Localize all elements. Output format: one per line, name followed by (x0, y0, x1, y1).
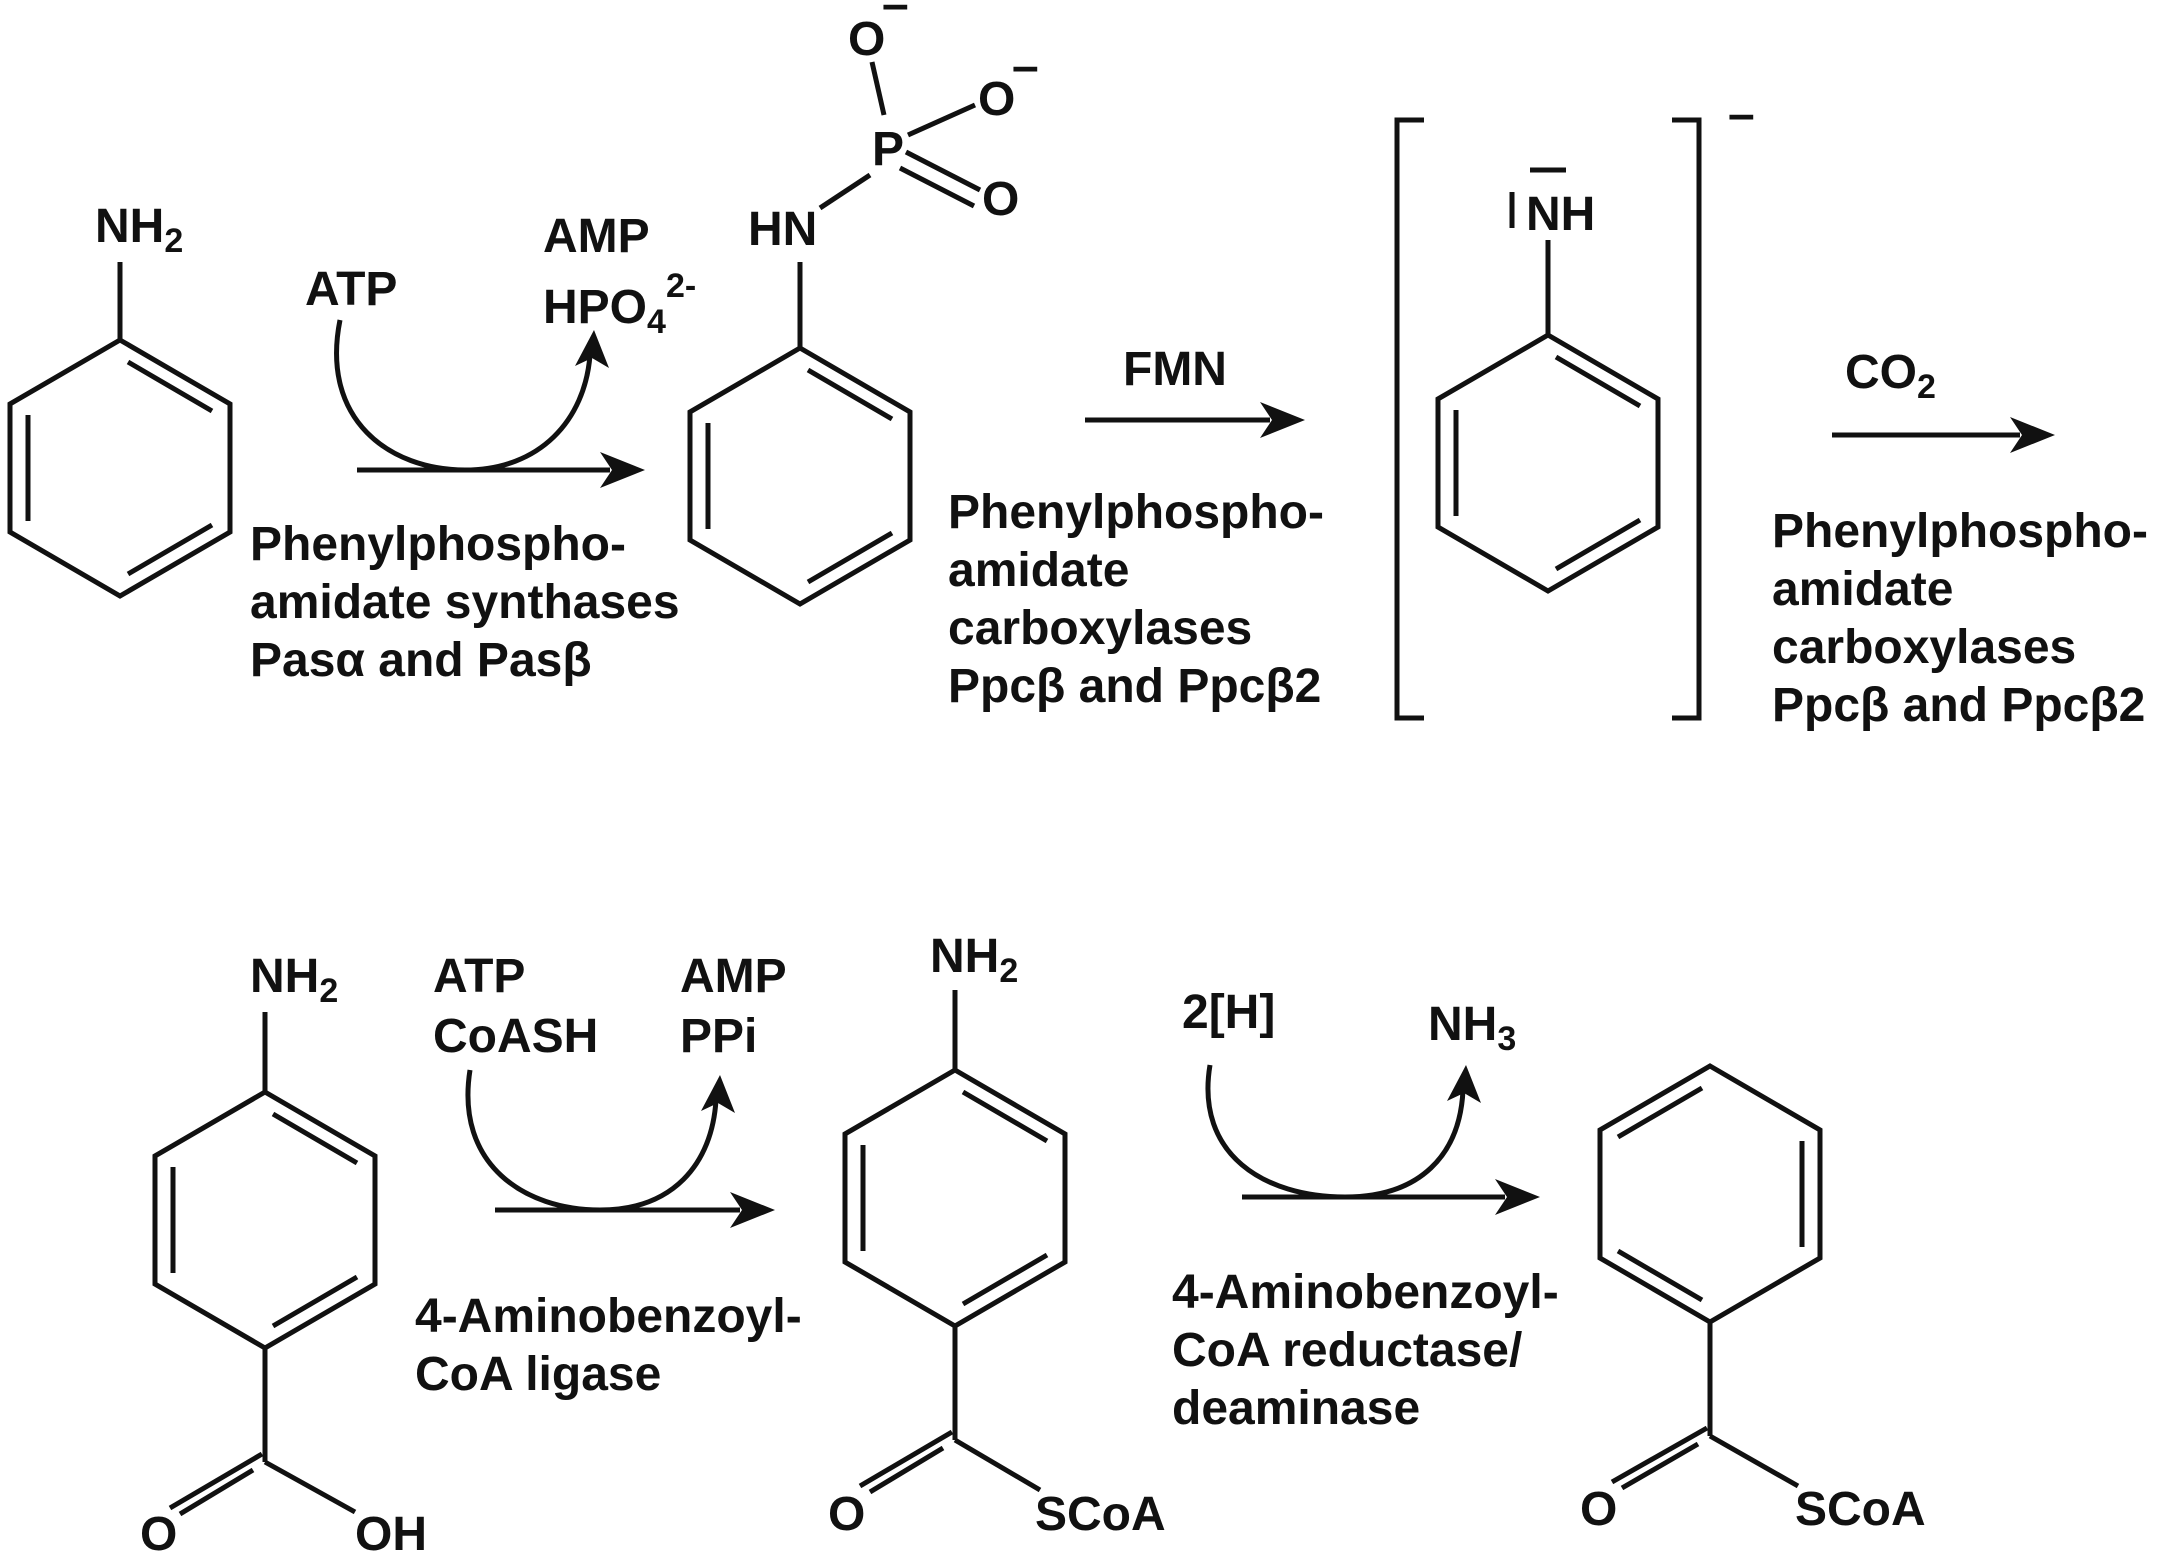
step5-reaction-arrow: 2[H] NH3 4-Aminobenzoyl- CoA reductase/ … (1172, 986, 1559, 1435)
aminobenzoyl-coa-scoa-label: SCoA (1035, 1488, 1166, 1541)
left-bracket (1394, 117, 1424, 721)
step2-enzyme-line3: carboxylases (948, 602, 1252, 655)
phosphoamidate-o-double-label: O (982, 173, 1019, 226)
phosphoamidate-o-right-label: O (978, 73, 1015, 126)
benzoyl-coa-scoa-label: SCoA (1795, 1483, 1926, 1536)
step2-enzyme-line4: Ppcβ and Ppcβ2 (948, 660, 1321, 713)
aminobenzoyl-coa-structure: NH2 O SCoA (828, 930, 1166, 1541)
step3-enzyme-line3: carboxylases (1772, 621, 2076, 674)
step4-enzyme-line2: CoA ligase (415, 1348, 661, 1401)
step1-enzyme-line3: Pasα and Pasβ (250, 634, 592, 687)
aminobenzoate-nh2-label: NH2 (250, 950, 338, 1010)
aniline-structure: NH2 (7, 200, 233, 599)
aminobenzoate-ring (152, 1089, 378, 1351)
aminobenzoyl-coa-ring (842, 1067, 1068, 1329)
aminobenzoyl-coa-nh2-label: NH2 (930, 930, 1018, 990)
step3-enzyme-line2: amidate (1772, 563, 1953, 616)
step1-phosphate-label: HPO42- (543, 267, 696, 341)
step4-enzyme-line1: 4-Aminobenzoyl- (415, 1290, 802, 1343)
step1-reaction-arrow: ATP AMP HPO42- Phenylphospho- amidate sy… (250, 210, 696, 687)
anilide-anion-structure: – NH (1394, 88, 1755, 721)
anion-ring (1435, 332, 1661, 594)
step1-atp-label: ATP (305, 263, 397, 316)
aminobenzoyl-coa-o-label: O (828, 1488, 865, 1541)
step3-reaction-arrow: CO2 Phenylphospho- amidate carboxylases … (1772, 346, 2148, 732)
step1-amp-label: AMP (543, 210, 650, 263)
right-bracket (1672, 117, 1702, 721)
phenylphosphoamidate-structure: HN P O – O – O (687, 0, 1039, 607)
phosphoamidate-o-right-charge: – (1012, 40, 1039, 93)
phosphoamidate-p-label: P (872, 123, 904, 176)
step5-hydrogen-label: 2[H] (1182, 986, 1275, 1039)
phosphoamidate-hn-label: HN (748, 203, 817, 256)
step4-atp-label: ATP (433, 950, 525, 1003)
step2-reaction-arrow: FMN Phenylphospho- amidate carboxylases … (948, 343, 1324, 713)
step5-curved-arrow (1205, 1064, 1466, 1200)
step4-curved-arrow (465, 1069, 719, 1213)
step3-enzyme-line1: Phenylphospho- (1772, 505, 2148, 558)
step4-ppi-label: PPi (680, 1010, 757, 1063)
aminobenzoate-oh-label: OH (355, 1508, 427, 1556)
benzoyl-coa-ring (1597, 1063, 1823, 1325)
step5-enzyme-line3: deaminase (1172, 1382, 1420, 1435)
step1-curved-arrow (334, 319, 593, 473)
step4-coash-label: CoASH (433, 1010, 598, 1063)
step5-enzyme-line2: CoA reductase/ (1172, 1324, 1522, 1377)
anion-charge-label: – (1728, 88, 1755, 141)
phosphoamidate-ring (687, 345, 913, 607)
anion-nh-label: NH (1526, 188, 1595, 241)
step1-enzyme-line1: Phenylphospho- (250, 518, 626, 571)
aniline-nh2-label: NH2 (95, 200, 183, 260)
aniline-ring (7, 337, 233, 599)
step2-enzyme-line1: Phenylphospho- (948, 486, 1324, 539)
phosphoamidate-o-top-label: O (848, 13, 885, 66)
step2-fmn-label: FMN (1123, 343, 1227, 396)
step5-nh3-label: NH3 (1428, 998, 1516, 1058)
step4-reaction-arrow: ATP CoASH AMP PPi 4-Aminobenzoyl- CoA li… (415, 950, 802, 1401)
step3-co2-label: CO2 (1845, 346, 1936, 406)
aminobenzoate-o-label: O (140, 1508, 177, 1556)
benzoyl-coa-o-label: O (1580, 1483, 1617, 1536)
step4-amp-label: AMP (680, 950, 787, 1003)
benzoyl-coa-structure: O SCoA (1580, 1063, 1926, 1536)
step5-enzyme-line1: 4-Aminobenzoyl- (1172, 1266, 1559, 1319)
step2-enzyme-line2: amidate (948, 544, 1129, 597)
aminobenzoate-structure: NH2 O OH (140, 950, 427, 1556)
phosphoamidate-o-top-charge: – (882, 0, 909, 31)
step3-enzyme-line4: Ppcβ and Ppcβ2 (1772, 679, 2145, 732)
step1-enzyme-line2: amidate synthases (250, 576, 680, 629)
